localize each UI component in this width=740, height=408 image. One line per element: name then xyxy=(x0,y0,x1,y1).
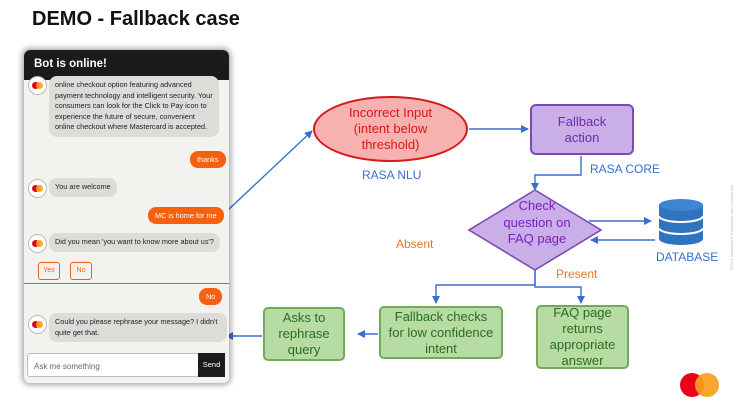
absent-label: Absent xyxy=(396,237,434,251)
present-label: Present xyxy=(556,267,598,281)
faq-returns-label: FAQ page returns appropriate answer xyxy=(549,305,616,368)
chat-status: Bot is online! xyxy=(34,58,107,70)
fallback-checks-node: Fallback checks for low confidence inten… xyxy=(379,306,503,359)
message-input[interactable] xyxy=(32,356,196,376)
incorrect-input-node: Incorrect Input (intent below threshold) xyxy=(313,96,468,162)
divider xyxy=(24,283,229,284)
asks-rephrase-label: Asks to rephrase query xyxy=(278,310,330,357)
database-label: DATABASE xyxy=(656,250,719,264)
bot-avatar-icon xyxy=(28,76,47,95)
fallback-checks-label: Fallback checks for low confidence inten… xyxy=(388,308,494,356)
faq-returns-node: FAQ page returns appropriate answer xyxy=(536,305,629,369)
fallback-action-label: Fallback action xyxy=(557,113,607,145)
bot-avatar-icon xyxy=(28,234,47,253)
chat-input-box xyxy=(27,353,199,377)
user-message: No xyxy=(199,288,223,305)
user-message: MC is home for me xyxy=(148,207,224,224)
bot-message: You are welcome xyxy=(49,178,117,197)
user-message: thanks xyxy=(190,151,226,168)
incorrect-input-label: Incorrect Input (intent below threshold) xyxy=(348,105,433,152)
quick-reply-no[interactable]: No xyxy=(70,262,92,280)
arrow-check-to-fallback-checks xyxy=(432,270,536,304)
page-title: DEMO - Fallback case xyxy=(32,8,240,30)
bot-message: Could you please rephrase your message? … xyxy=(49,313,227,342)
check-question-diamond xyxy=(467,189,603,271)
arrow-check-to-faq xyxy=(534,270,585,304)
arrow-fallback-to-check xyxy=(531,156,582,191)
rasa-nlu-label: RASA NLU xyxy=(362,168,422,182)
database-icon xyxy=(658,199,704,245)
rasa-core-label: RASA CORE xyxy=(590,162,661,176)
chat-widget: Bot is online! online checkout option fe… xyxy=(24,50,229,383)
arrow-chat-to-input xyxy=(227,130,313,211)
check-question-label: Check question on FAQ page xyxy=(503,198,571,246)
mastercard-logo xyxy=(680,373,719,397)
quick-reply-yes[interactable]: Yes xyxy=(38,262,60,280)
bot-message: Did you mean 'you want to know more abou… xyxy=(49,233,220,252)
bot-avatar-icon xyxy=(28,179,47,198)
chat-header: Bot is online! xyxy=(24,50,229,80)
asks-rephrase-node: Asks to rephrase query xyxy=(263,307,345,361)
send-button[interactable]: Send xyxy=(198,353,225,377)
bot-avatar-icon xyxy=(28,315,47,334)
bot-message: online checkout option featuring advance… xyxy=(49,76,219,137)
fallback-action-node: Fallback action xyxy=(530,104,634,155)
copyright-note: ©2021 Mastercard. Proprietary and Confid… xyxy=(729,185,734,270)
